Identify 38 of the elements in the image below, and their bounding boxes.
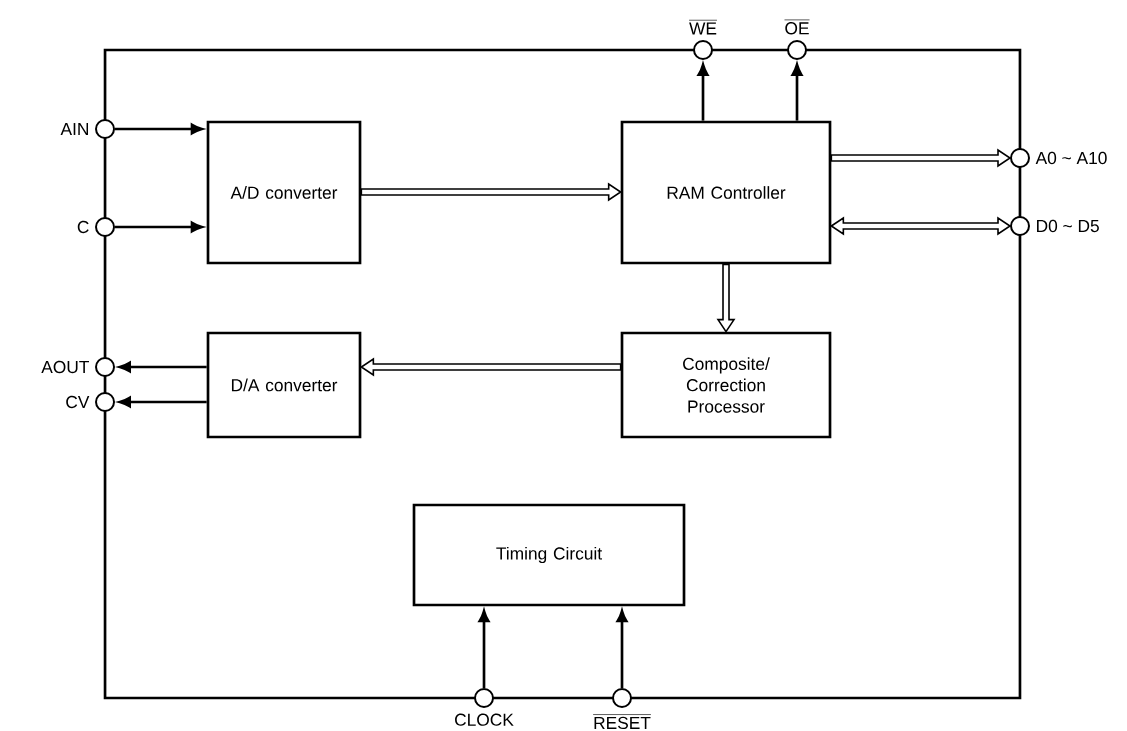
function-block: RAM Controller [620,120,832,265]
pin-circle [95,357,115,377]
bus-arrow [360,182,623,202]
bus-arrow [830,148,1012,168]
pin-circle [1010,148,1030,168]
bus-arrow [716,263,736,334]
arrow [616,609,628,688]
arrow [115,123,204,135]
pin-circle [1010,216,1030,236]
pin-label: CLOCK [455,713,514,726]
chip-outline [103,48,1022,700]
function-block: Composite/ Correction Processor [620,331,832,439]
pin-label: CV [66,395,90,409]
arrow [791,63,803,121]
bus-arrow [359,357,622,377]
pin-label: $\overline{\text{WE}}$ [689,20,717,35]
pin-label: $\overline{\text{RESET}}$ [593,714,651,730]
pin-circle [95,119,115,139]
pin-circle [787,40,807,60]
pin-circle [474,688,494,708]
arrow [478,609,490,688]
pin-circle [95,392,115,412]
pin-label: D0 ~ D5 [1037,219,1099,233]
pin-circle [693,40,713,60]
pin-label: AOUT [41,360,89,374]
arrow [115,221,204,233]
pin-circle [612,688,632,708]
pin-label: C [77,220,89,234]
arrow [697,63,709,121]
pin-circle [95,217,115,237]
function-block: Timing Circuit [412,503,686,607]
pin-label: AIN [60,123,88,135]
pin-label: A0 ~ A10 [1035,151,1107,165]
function-block: A/D converter [206,120,362,265]
arrow [118,396,207,408]
function-block: D/A converter [206,331,362,439]
pin-label: $\overline{\text{OE}}$ [784,19,810,35]
arrow [118,361,207,373]
